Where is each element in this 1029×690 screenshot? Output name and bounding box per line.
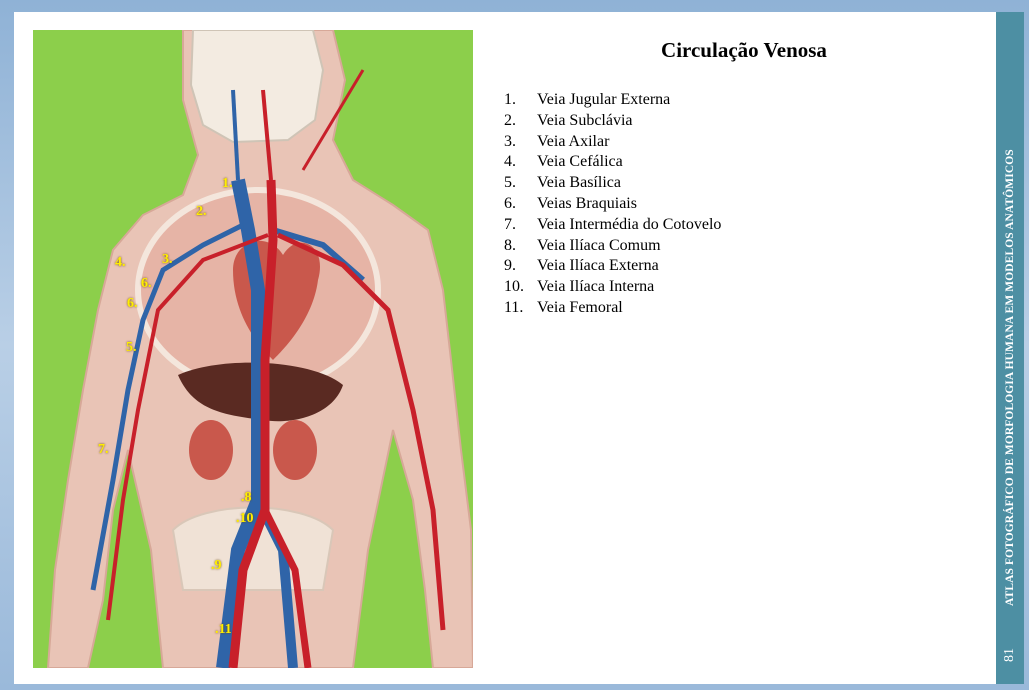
item-number: 5. xyxy=(504,173,537,194)
item-number: 7. xyxy=(504,215,537,236)
list-item: 11.Veia Femoral xyxy=(504,298,721,319)
list-item: 10.Veia Ilíaca Interna xyxy=(504,277,721,298)
list-item: 6.Veias Braquiais xyxy=(504,194,721,215)
item-label: Veia Intermédia do Cotovelo xyxy=(537,216,721,233)
item-number: 1. xyxy=(504,90,537,111)
item-number: 10. xyxy=(504,277,537,298)
list-item: 9.Veia Ilíaca Externa xyxy=(504,256,721,277)
marker-label: 6. xyxy=(127,296,138,312)
item-number: 3. xyxy=(504,132,537,153)
marker-label: 5. xyxy=(126,340,137,356)
item-label: Veia Axilar xyxy=(537,133,609,150)
marker-label: 2. xyxy=(196,204,207,220)
item-label: Veia Ilíaca Externa xyxy=(537,257,659,274)
item-label: Veias Braquiais xyxy=(537,195,637,212)
item-label: Veia Jugular Externa xyxy=(537,91,670,108)
list-item: 8.Veia Ilíaca Comum xyxy=(504,236,721,257)
sidebar-book-title: ATLAS FOTOGRÁFICO DE MORFOLOGIA HUMANA E… xyxy=(1004,149,1016,606)
item-label: Veia Basílica xyxy=(537,174,621,191)
sidebar: ATLAS FOTOGRÁFICO DE MORFOLOGIA HUMANA E… xyxy=(996,12,1024,684)
marker-label: .8 xyxy=(241,490,252,506)
marker-label: 1. xyxy=(222,176,233,192)
page-title: Circulação Venosa xyxy=(604,38,884,63)
marker-label: 4. xyxy=(115,255,126,271)
list-item: 1.Veia Jugular Externa xyxy=(504,90,721,111)
anatomical-model-photo: 1. 2. 3. 4. 6. 6. 5. 7. .8 .10 .9 .11 xyxy=(33,30,473,668)
item-label: Veia Cefálica xyxy=(537,153,623,170)
item-label: Veia Femoral xyxy=(537,299,623,316)
marker-label: .11 xyxy=(215,622,232,638)
item-number: 2. xyxy=(504,111,537,132)
item-label: Veia Subclávia xyxy=(537,112,633,129)
list-item: 7.Veia Intermédia do Cotovelo xyxy=(504,215,721,236)
list-item: 4.Veia Cefálica xyxy=(504,152,721,173)
item-number: 8. xyxy=(504,236,537,257)
page: 1. 2. 3. 4. 6. 6. 5. 7. .8 .10 .9 .11 Ci… xyxy=(14,12,996,684)
item-number: 4. xyxy=(504,152,537,173)
item-label: Veia Ilíaca Interna xyxy=(537,278,654,295)
list-item: 5.Veia Basílica xyxy=(504,173,721,194)
marker-label: 6. xyxy=(141,276,152,292)
anatomy-illustration xyxy=(33,30,473,668)
marker-label: .9 xyxy=(211,558,222,574)
list-item: 2.Veia Subclávia xyxy=(504,111,721,132)
marker-label: 7. xyxy=(98,442,109,458)
vein-list: 1.Veia Jugular Externa 2.Veia Subclávia … xyxy=(504,90,721,319)
item-number: 6. xyxy=(504,194,537,215)
marker-label: 3. xyxy=(162,252,173,268)
item-number: 11. xyxy=(504,298,537,319)
list-item: 3.Veia Axilar xyxy=(504,132,721,153)
marker-label: .10 xyxy=(236,511,254,527)
item-label: Veia Ilíaca Comum xyxy=(537,237,661,254)
item-number: 9. xyxy=(504,256,537,277)
page-number: 81 xyxy=(1002,648,1018,662)
